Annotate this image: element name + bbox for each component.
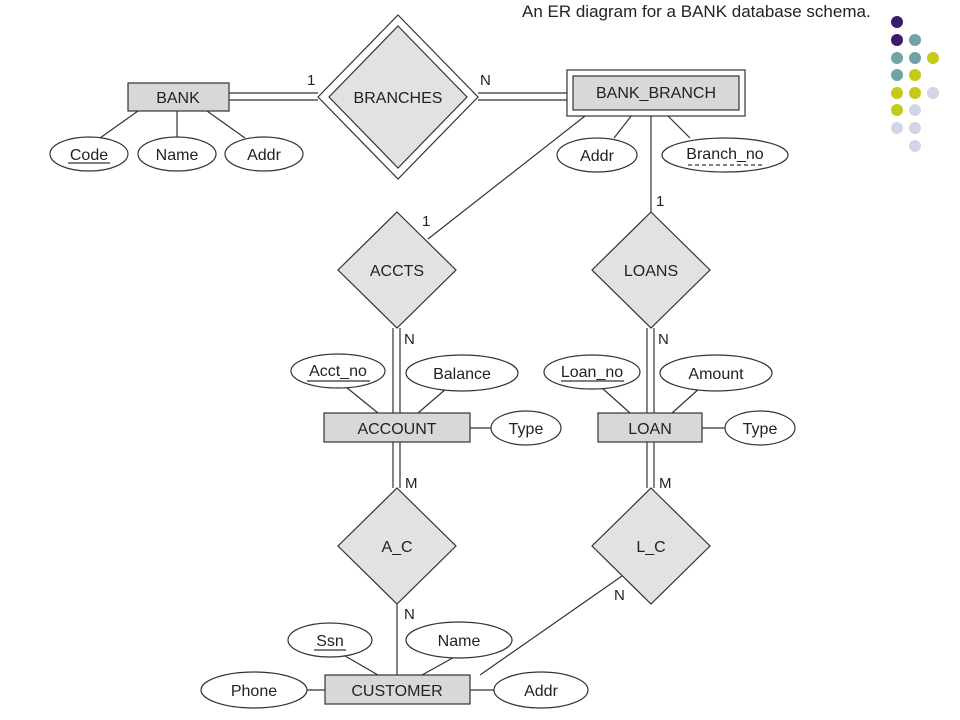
dot	[909, 104, 921, 116]
cardinality-branch-accts: 1	[422, 213, 430, 230]
diagram-title: An ER diagram for a BANK database schema…	[522, 2, 871, 21]
attribute-bank-addr-label: Addr	[247, 147, 281, 164]
attribute-loan-type: Type	[724, 410, 796, 446]
dot	[909, 87, 921, 99]
relationship-l-c-label: L_C	[636, 539, 665, 556]
dot	[909, 52, 921, 64]
attribute-bank-name: Name	[137, 136, 217, 172]
entity-account: ACCOUNT	[323, 412, 471, 443]
dot	[891, 34, 903, 46]
relationship-loans-label: LOANS	[624, 263, 678, 280]
entity-account-label: ACCOUNT	[357, 421, 436, 438]
attribute-bank-code: Code	[49, 136, 129, 172]
dot	[927, 87, 939, 99]
attribute-phone: Phone	[200, 671, 308, 709]
attribute-account-type: Type	[490, 410, 562, 446]
dot	[891, 104, 903, 116]
dot	[891, 16, 903, 28]
attribute-bank-addr: Addr	[224, 136, 304, 172]
attribute-branch-addr-label: Addr	[580, 148, 614, 165]
attribute-loan-type-label: Type	[743, 421, 778, 438]
attribute-customer-addr-label: Addr	[524, 683, 558, 700]
cardinality-ac-customer: N	[404, 606, 415, 623]
relationship-l-c: L_C	[591, 487, 711, 605]
relationship-accts: ACCTS	[337, 211, 457, 329]
relationship-a-c-label: A_C	[381, 539, 412, 556]
cardinality-account-ac: M	[405, 475, 418, 492]
attribute-ssn-label: Ssn	[316, 633, 344, 650]
dot	[891, 69, 903, 81]
attribute-amount: Amount	[659, 354, 773, 392]
attribute-branch-addr: Addr	[556, 137, 638, 173]
entity-bank-branch-label: BANK_BRANCH	[596, 85, 716, 102]
relationship-accts-label: ACCTS	[370, 263, 424, 280]
dot	[909, 122, 921, 134]
dot	[891, 52, 903, 64]
relationship-a-c: A_C	[337, 487, 457, 605]
attribute-customer-addr: Addr	[493, 671, 589, 709]
dot	[909, 140, 921, 152]
attribute-phone-label: Phone	[231, 683, 277, 700]
entity-bank: BANK	[127, 82, 230, 112]
attribute-balance: Balance	[405, 354, 519, 392]
entity-loan-label: LOAN	[628, 421, 672, 438]
attribute-balance-label: Balance	[433, 366, 491, 383]
cardinality-loan-lc: M	[659, 475, 672, 492]
relationship-loans: LOANS	[591, 211, 711, 329]
cardinality-accts-account: N	[404, 331, 415, 348]
attribute-customer-name-label: Name	[438, 633, 481, 650]
cardinality-branches-branch: N	[480, 72, 491, 89]
attribute-branch-no: Branch_no	[661, 137, 789, 173]
cardinality-bank-branches: 1	[307, 72, 315, 89]
decorative-dots	[891, 16, 939, 152]
dot	[909, 34, 921, 46]
cardinality-lc-customer: N	[614, 587, 625, 604]
attribute-branch-no-label: Branch_no	[686, 146, 763, 163]
cardinality-loans-loan: N	[658, 331, 669, 348]
dot	[909, 69, 921, 81]
attribute-bank-name-label: Name	[156, 147, 199, 164]
attribute-account-type-label: Type	[509, 421, 544, 438]
relationship-branches: BRANCHES	[317, 14, 479, 180]
entity-bank-label: BANK	[156, 90, 200, 107]
attribute-customer-name: Name	[405, 621, 513, 659]
attribute-acct-no: Acct_no	[290, 353, 386, 389]
attribute-amount-label: Amount	[688, 366, 744, 383]
attribute-bank-code-label: Code	[70, 147, 108, 164]
connector-lines	[99, 92, 726, 691]
entity-loan: LOAN	[597, 412, 703, 443]
entity-customer: CUSTOMER	[324, 674, 471, 705]
dot	[891, 122, 903, 134]
attribute-acct-no-label: Acct_no	[309, 363, 367, 380]
dot	[891, 87, 903, 99]
entity-customer-label: CUSTOMER	[351, 683, 442, 700]
attribute-loan-no-label: Loan_no	[561, 364, 623, 381]
dot	[927, 52, 939, 64]
entity-bank-branch: BANK_BRANCH	[566, 69, 746, 117]
relationship-branches-label: BRANCHES	[354, 90, 443, 107]
cardinality-branch-loans: 1	[656, 193, 664, 210]
attribute-loan-no: Loan_no	[543, 354, 641, 390]
attribute-ssn: Ssn	[287, 622, 373, 658]
